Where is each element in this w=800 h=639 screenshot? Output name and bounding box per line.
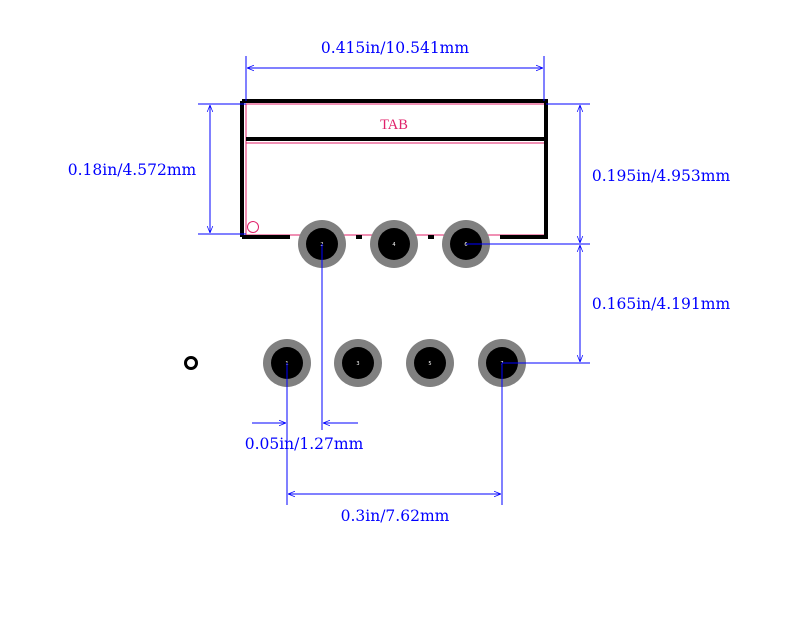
height-label: 0.18in/4.572mm bbox=[68, 161, 197, 179]
pad-3: 3 bbox=[334, 339, 382, 387]
dimension-height bbox=[198, 103, 246, 235]
row-spacing-label: 0.165in/4.191mm bbox=[592, 295, 731, 313]
pin1-indicator-icon bbox=[184, 356, 198, 370]
body-pin1-circle bbox=[247, 221, 259, 233]
row-width-label: 0.3in/7.62mm bbox=[341, 507, 450, 525]
package-body: TAB bbox=[240, 99, 548, 239]
dimension-labels: 0.415in/10.541mm 0.18in/4.572mm 0.195in/… bbox=[68, 39, 731, 525]
dimension-row-width bbox=[286, 363, 503, 505]
tab-label: TAB bbox=[380, 117, 408, 133]
dimension-width bbox=[245, 56, 545, 101]
dimension-tab-to-row bbox=[466, 103, 590, 245]
pad-label: 3 bbox=[356, 361, 359, 367]
pad-label: 5 bbox=[428, 361, 431, 367]
tab-to-row-label: 0.195in/4.953mm bbox=[592, 167, 731, 185]
pads: 2 4 6 1 3 5 7 bbox=[263, 220, 526, 387]
dimension-row-spacing bbox=[502, 245, 590, 364]
dimensions bbox=[198, 56, 590, 505]
pad-5: 5 bbox=[406, 339, 454, 387]
pad-4: 4 bbox=[370, 220, 418, 268]
dimension-pin-offset bbox=[252, 244, 358, 430]
pad-label: 6 bbox=[464, 242, 467, 248]
pad-label: 4 bbox=[392, 242, 395, 248]
width-label: 0.415in/10.541mm bbox=[321, 39, 469, 57]
pin-offset-label: 0.05in/1.27mm bbox=[245, 435, 364, 453]
